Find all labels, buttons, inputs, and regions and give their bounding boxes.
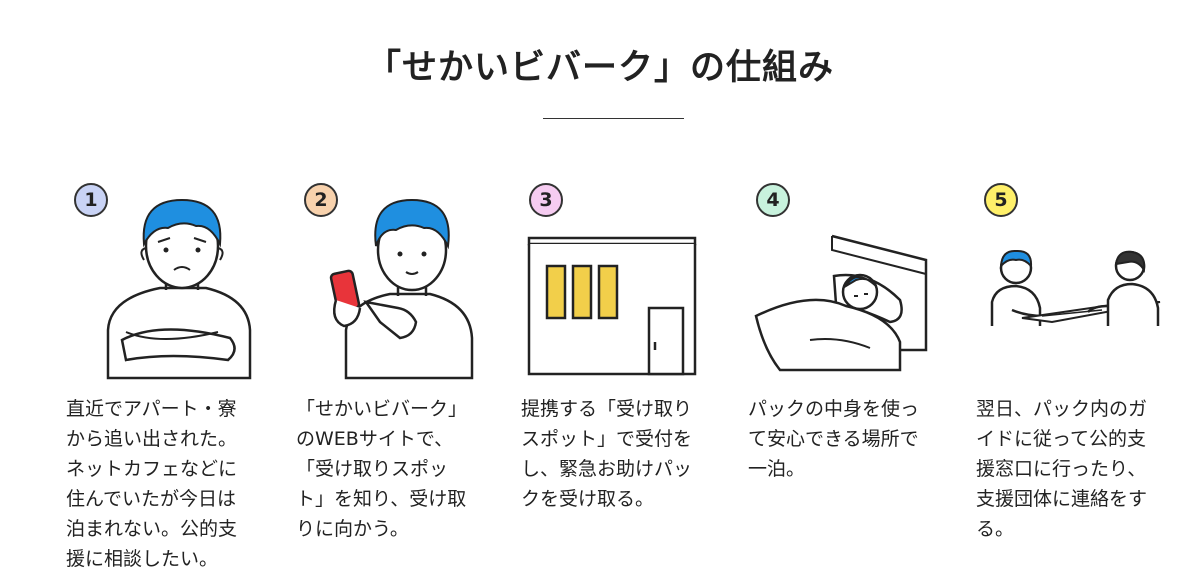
pickup-spot-building-illustration [527,236,697,376]
step-4: 4 パックの中身を使っ て安心できる場所で 一泊。 [742,170,962,580]
man-using-smartphone-illustration [329,198,474,380]
step-5-description: 翌日、パック内のガ イドに従って公的支 援窓口に行ったり、 支援団体に連絡をす … [976,398,1148,540]
step-4-badge: 4 [756,183,790,217]
step-1: 1 直近でアパート・寮 から追い出された。 ネットカフェなどに 住んでいたが今日… [60,170,280,580]
step-3: 3 提携する「受け取り スポット」で受付を し、緊急お助けパッ クを受け取る。 [515,170,735,580]
step-5-badge: 5 [984,183,1018,217]
step-1-badge: 1 [74,183,108,217]
step-2-description: 「せかいビバーク」 のWEBサイトで、 「受け取りスポッ ト」を知り、受け取 り… [296,398,468,540]
step-1-description: 直近でアパート・寮 から追い出された。 ネットカフェなどに 住んでいたが今日は … [66,398,238,570]
step-2: 2 「せかいビバーク」 のWEBサイトで、 「受け取りスポッ ト」を知り、受け取… [290,170,510,580]
step-4-description: パックの中身を使っ て安心できる場所で 一泊。 [748,398,920,480]
step-5: 5 翌日、パック内のガ イドに従って公的支 援窓口に行ったり、 支援団体に連絡を… [970,170,1190,580]
title-divider [543,118,684,119]
consultation-at-support-desk-illustration [990,249,1161,326]
step-3-badge: 3 [529,183,563,217]
person-sleeping-in-bed-illustration [754,234,928,372]
page-title: 「せかいビバーク」の仕組み [365,48,834,88]
step-3-description: 提携する「受け取り スポット」で受付を し、緊急お助けパッ クを受け取る。 [521,398,693,510]
step-2-badge: 2 [304,183,338,217]
worried-man-arms-crossed-illustration [106,198,252,380]
